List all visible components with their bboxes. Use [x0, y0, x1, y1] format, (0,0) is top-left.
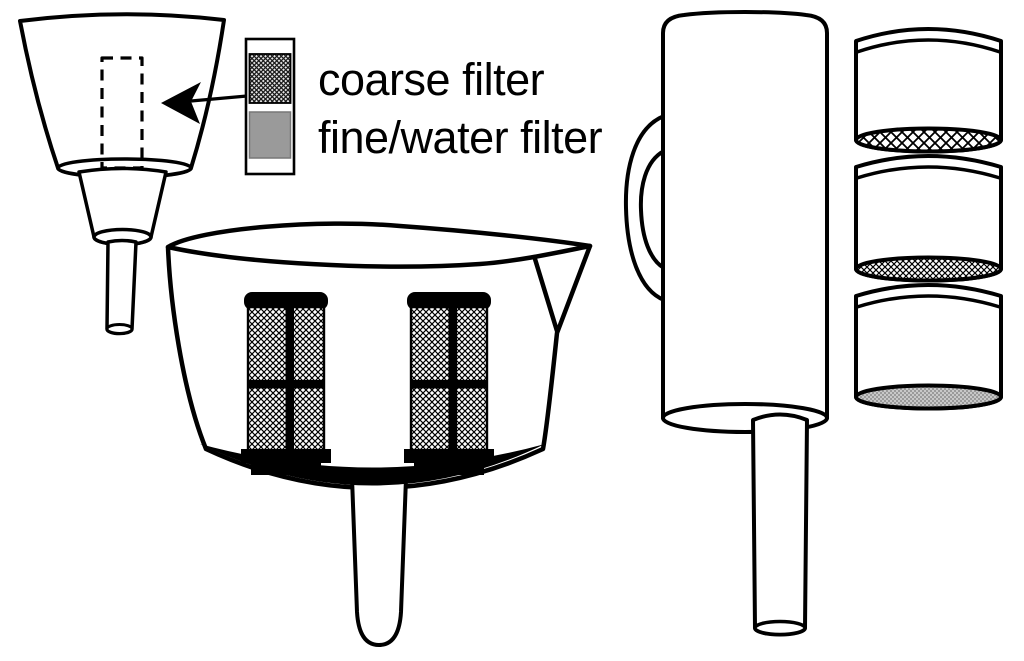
- swatch-coarse-band: [248, 53, 292, 104]
- coarse-filter-label: coarse filter: [318, 54, 545, 105]
- coarse-mesh-bottom: [854, 126, 1003, 154]
- medium-mesh-bottom: [854, 255, 1003, 283]
- filter-cup-medium-icon: [854, 154, 1003, 283]
- cup-bottom-band: [200, 444, 545, 486]
- tall-funnel-handle-hole: [638, 149, 666, 270]
- pointer-arrow-line: [190, 94, 248, 103]
- filter-cup-fine-icon: [854, 283, 1003, 411]
- small-funnel-spout: [105, 238, 138, 336]
- small-funnel-spout-tip: [105, 323, 134, 335]
- cup-inner-rim: [165, 243, 593, 269]
- filter-cup-coarse-icon: [854, 27, 1003, 154]
- swatch-fine-band: [248, 111, 292, 159]
- fine-water-filter-label: fine/water filter: [318, 112, 603, 163]
- filter-legend: coarse filter fine/water filter: [161, 37, 603, 176]
- measuring-cup-funnel: [165, 221, 593, 647]
- filter-cups: [854, 27, 1003, 411]
- tall-funnel-spout-tube: [751, 412, 809, 637]
- cup-spout: [532, 256, 560, 334]
- filter-slot-dashed-outline: [100, 56, 144, 170]
- filter-cartridge-swatch-icon: [244, 37, 296, 176]
- tall-funnel: [623, 10, 829, 637]
- tall-funnel-body: [661, 10, 829, 420]
- tall-funnel-spout-tip: [753, 619, 807, 637]
- small-funnel: [18, 12, 226, 336]
- cup-body: [165, 221, 593, 491]
- filter-cartridge-left: [241, 292, 331, 475]
- filter-cartridge-right: [404, 292, 494, 475]
- cup-drain-stem: [350, 476, 408, 647]
- fine-mesh-bottom: [854, 383, 1003, 411]
- pointer-arrow-icon: [161, 82, 201, 124]
